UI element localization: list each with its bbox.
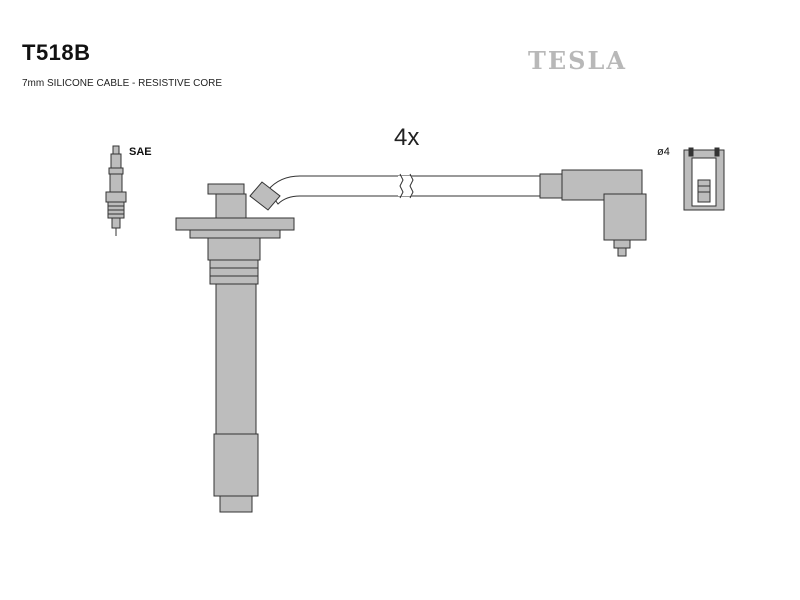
plug-boot <box>175 181 295 513</box>
cable <box>267 173 541 205</box>
cable-description: 7mm SILICONE CABLE - RESISTIVE CORE <box>22 78 223 89</box>
terminal-diameter-label: ø4 <box>657 146 670 158</box>
spark-plug-label: SAE <box>129 146 152 158</box>
brand-logo: TESLA <box>528 46 627 75</box>
model-number: T518B <box>22 40 91 65</box>
terminal-section-icon <box>683 147 725 211</box>
spark-plug-icon <box>105 145 127 236</box>
quantity-label: 4x <box>394 124 420 151</box>
coil-boot <box>539 169 647 257</box>
